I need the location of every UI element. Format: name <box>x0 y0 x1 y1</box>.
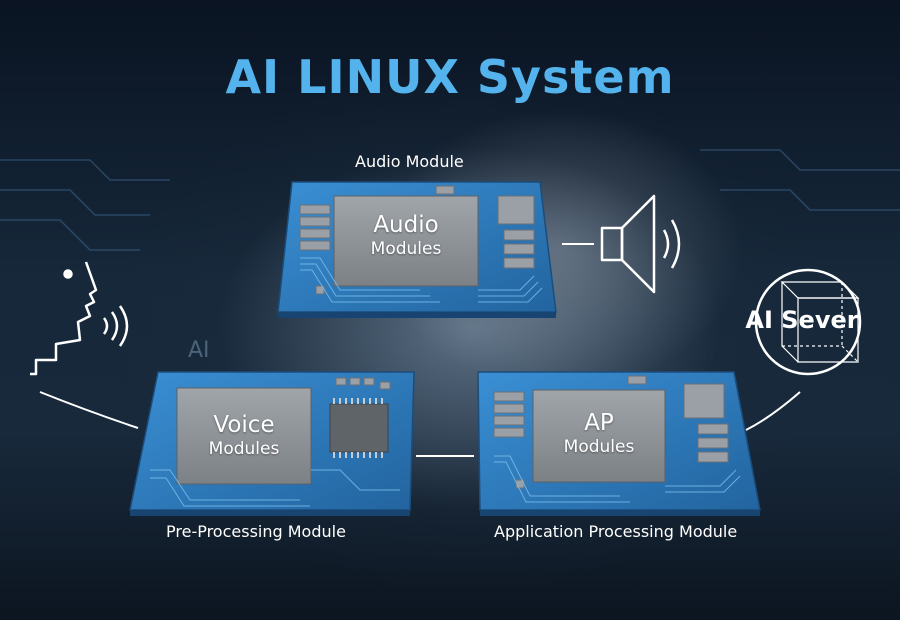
ai-server-label: AI Sever <box>745 306 859 334</box>
voice-module-board <box>129 371 415 516</box>
ap-module-board <box>477 371 761 516</box>
application-processing-module-caption: Application Processing Module <box>494 522 738 541</box>
speaker-icon <box>600 194 681 294</box>
server-to-ap-line <box>745 391 801 431</box>
person-to-voice-line <box>39 391 139 429</box>
pre-processing-module-caption: Pre-Processing Module <box>166 522 346 541</box>
voice-chip-title: Voice <box>213 412 275 438</box>
audio-chip-label: Audio Modules <box>334 212 478 260</box>
diagram-title: AI LINUX System <box>225 50 675 104</box>
audio-chip-subtitle: Modules <box>370 239 442 259</box>
audio-module-board <box>277 181 557 318</box>
audio-module-caption: Audio Module <box>355 152 464 171</box>
ai-server-icon <box>754 268 862 376</box>
connector-lines <box>39 243 801 457</box>
background-ai-text: AI <box>188 338 210 363</box>
ap-chip-title: AP <box>584 410 614 436</box>
ap-chip-label: AP Modules <box>533 410 665 458</box>
background-traces <box>0 149 900 251</box>
audio-chip-title: Audio <box>373 212 439 238</box>
ap-chip-subtitle: Modules <box>563 437 635 457</box>
voice-chip-subtitle: Modules <box>208 439 280 459</box>
speaking-person-icon <box>30 261 129 376</box>
voice-chip-label: Voice Modules <box>177 412 311 460</box>
